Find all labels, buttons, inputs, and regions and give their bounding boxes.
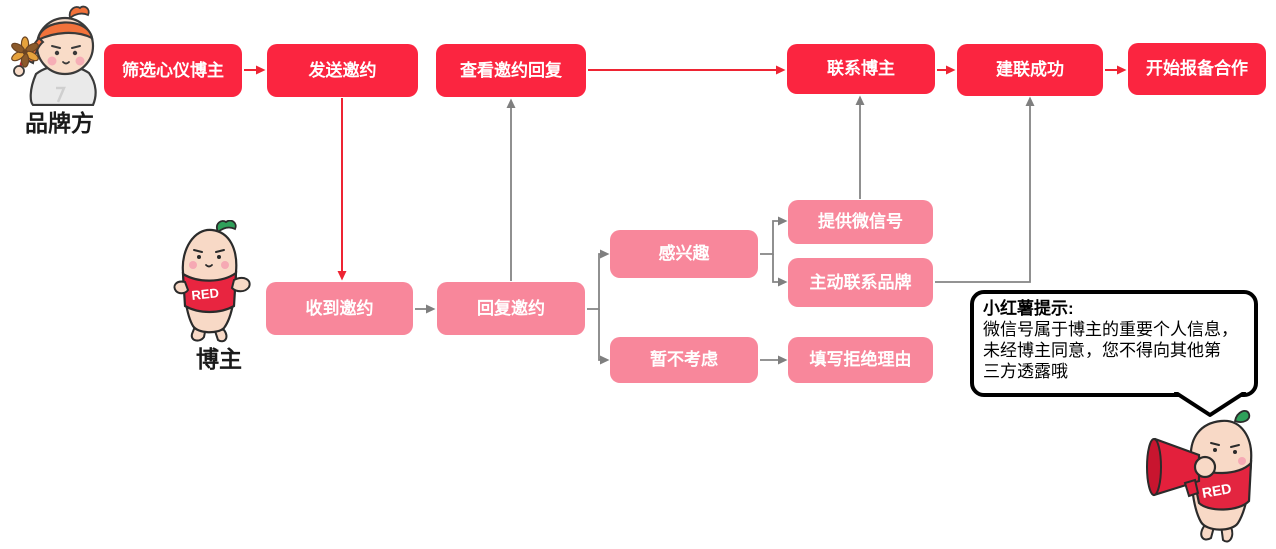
step-provide-wechat: 提供微信号 (788, 200, 933, 244)
step-contact-brand: 主动联系品牌 (788, 258, 933, 307)
announcer-mascot-eye-right (1233, 450, 1237, 454)
announcer-mascot-brows (1210, 442, 1240, 448)
arrow-interested-to-wechat (760, 216, 788, 255)
brand-mascot-cheek-right (75, 56, 85, 66)
announcer-mascot: RED (1146, 410, 1253, 543)
brand-mascot-eye-right (72, 50, 78, 56)
tip-bubble-title: 小红薯提示: (983, 299, 1074, 318)
brand-mascot-cheek-left (47, 56, 57, 66)
step-interested: 感兴趣 (610, 230, 758, 278)
step-contact-blogger: 联系博主 (787, 44, 935, 94)
lane-label-brand: 品牌方 (25, 110, 94, 136)
step-reply-invite: 回复邀约 (437, 282, 585, 335)
announcer-megaphone-bell (1146, 438, 1162, 496)
blogger-mascot-mouth (205, 264, 213, 268)
step-fill-reject-reason: 填写拒绝理由 (788, 337, 933, 383)
blogger-mascot-arm-right (230, 277, 251, 293)
arrow-reply-to-notconsider (598, 309, 610, 365)
announcer-mascot-cheek-right (1238, 457, 1246, 465)
pinwheel-center (22, 49, 28, 55)
brand-mascot (11, 5, 97, 106)
brand-mascot-hand (13, 65, 25, 77)
step-start-cooperation: 开始报备合作 (1128, 43, 1266, 95)
pinwheel-petals (11, 36, 39, 68)
blogger-mascot-shirt (181, 270, 238, 314)
brand-mascot-brows (51, 45, 81, 49)
blogger-mascot-cheek-right (221, 261, 229, 269)
step-send-invite: 发送邀约 (267, 44, 418, 97)
announcer-megaphone-handle (1183, 478, 1200, 498)
announcer-mascot-eye-left (1213, 448, 1217, 452)
arrow-interested-to-contactbrand (772, 254, 788, 287)
step-connect-success: 建联成功 (957, 44, 1103, 96)
blogger-mascot-eye-left (197, 255, 201, 259)
tip-bubble: 小红薯提示: 微信号属于博主的重要个人信息， 未经博主同意，您不得向其他第 三方… (970, 290, 1258, 397)
blogger-mascot-sprout (216, 220, 237, 234)
brand-mascot-mouth (62, 61, 70, 65)
brand-mascot-pinwheel (11, 36, 39, 77)
blogger-mascot-eye-right (217, 255, 221, 259)
announcer-mascot-shirt-text: RED (1201, 480, 1233, 501)
tip-bubble-body: 微信号属于博主的重要个人信息， 未经博主同意，您不得向其他第 三方透露哦 (983, 320, 1238, 381)
brand-mascot-eye-left (54, 50, 60, 56)
announcer-mascot-sprout (1233, 410, 1251, 423)
blogger-mascot: RED (173, 220, 251, 343)
step-not-considering: 暂不考虑 (610, 337, 758, 383)
arrow-contactbrand-to-success (935, 96, 1035, 283)
announcer-mascot-hand (1193, 455, 1217, 479)
tip-bubble-tail (1174, 392, 1246, 417)
step-view-invite-reply: 查看邀约回复 (436, 44, 586, 97)
brand-mascot-cap (36, 21, 94, 42)
brand-mascot-hoodie-mark (56, 86, 66, 103)
step-receive-invite: 收到邀约 (266, 282, 413, 335)
blogger-mascot-arm-left (173, 280, 190, 295)
brand-mascot-sprout (68, 5, 90, 20)
blogger-mascot-cheek-left (189, 261, 197, 269)
arrow-reply-to-interested (587, 249, 610, 310)
step-filter-bloggers: 筛选心仪博主 (104, 44, 242, 97)
lane-label-blogger: 博主 (196, 346, 242, 372)
blogger-mascot-shirt-text: RED (191, 285, 220, 303)
blogger-mascot-brows (193, 249, 225, 253)
